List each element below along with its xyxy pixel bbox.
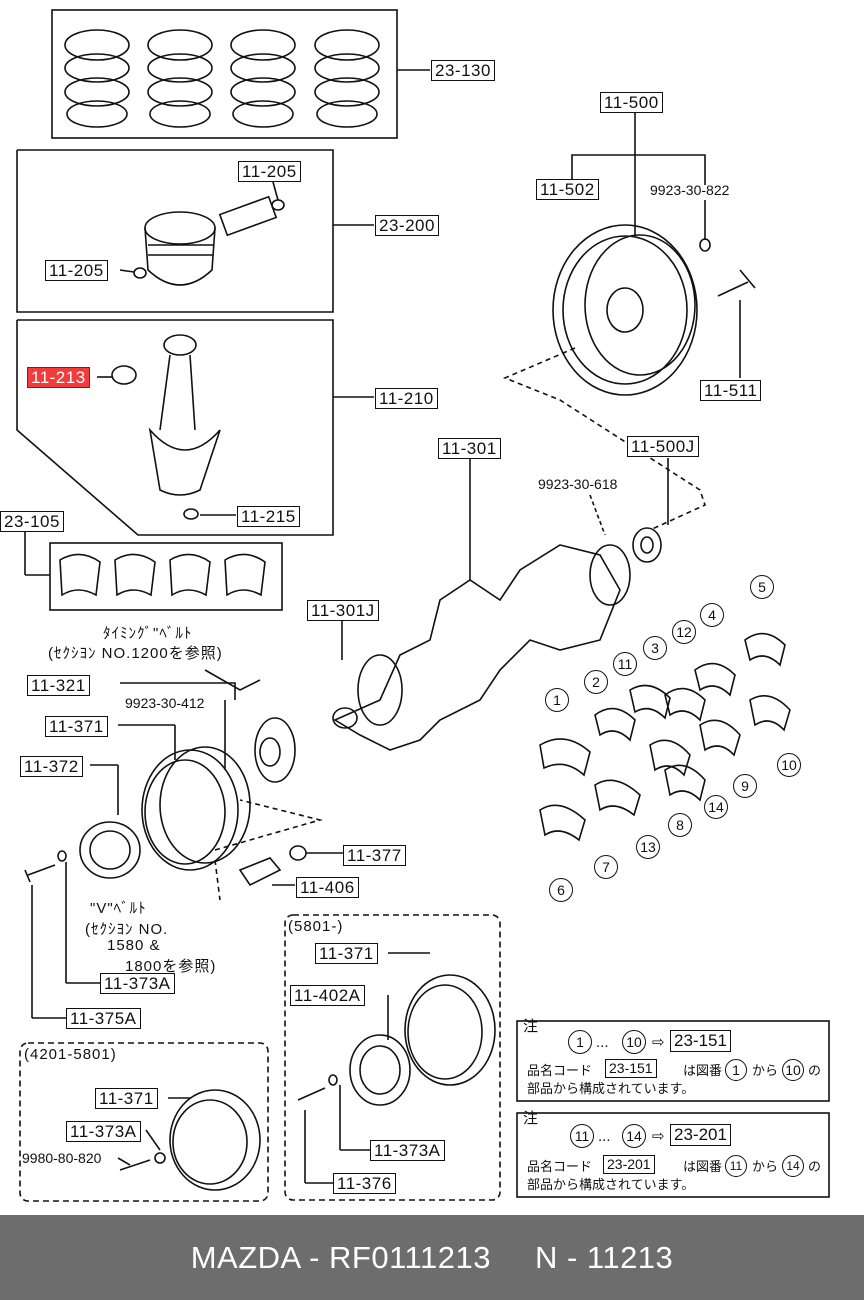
label-11-301j[interactable]: 11-301J <box>307 600 379 621</box>
note2-line1-n1: 11 <box>725 1155 747 1177</box>
label-11-210[interactable]: 11-210 <box>375 388 438 409</box>
callout-5: 5 <box>750 575 774 599</box>
label-11-371-main[interactable]: 11-371 <box>45 716 108 737</box>
note2-to: 14 <box>622 1124 646 1148</box>
note1-title: 注 <box>523 1018 539 1035</box>
callout-11: 11 <box>613 652 637 676</box>
part-9923-30-618: 9923-30-618 <box>538 476 618 492</box>
v-belt-section-1580: 1580 & <box>107 937 161 954</box>
callout-2: 2 <box>584 670 608 694</box>
v-belt-section-ref: (ｾｸｼﾖﾝ NO. <box>85 921 169 938</box>
label-11-502[interactable]: 11-502 <box>536 179 599 200</box>
note2-line1-b: は図番 <box>683 1159 723 1174</box>
note2-line1-code: 23-201 <box>603 1155 655 1174</box>
note1-from: 1 <box>568 1030 592 1054</box>
note1-line1-code: 23-151 <box>605 1059 657 1078</box>
note1-line2: 部品から構成されています。 <box>527 1081 695 1096</box>
label-11-511[interactable]: 11-511 <box>700 380 762 401</box>
v-belt-label: "V"ﾍﾞﾙﾄ <box>90 900 147 917</box>
part-9923-30-822: 9923-30-822 <box>650 182 730 198</box>
label-11-375a[interactable]: 11-375A <box>66 1008 141 1029</box>
label-11-213-highlighted[interactable]: 11-213 <box>27 367 90 388</box>
note2-dots: ... <box>598 1128 611 1145</box>
label-11-373a-5801[interactable]: 11-373A <box>370 1140 445 1161</box>
label-23-130[interactable]: 23-130 <box>431 60 495 81</box>
label-11-205-top[interactable]: 11-205 <box>238 161 301 182</box>
label-11-377[interactable]: 11-377 <box>343 845 406 866</box>
label-11-371-4201[interactable]: 11-371 <box>95 1088 158 1109</box>
note2-from: 11 <box>570 1124 594 1148</box>
callout-4: 4 <box>700 603 724 627</box>
note1-arrow: ⇨ <box>652 1034 665 1051</box>
note2-code: 23-201 <box>670 1124 731 1146</box>
parts-diagram: 23-130 11-500 11-205 23-200 11-502 9923-… <box>0 9 830 1202</box>
note1-line1-b: は図番 <box>683 1063 723 1078</box>
callout-3: 3 <box>643 636 667 660</box>
note2-line1-d: の <box>808 1159 822 1174</box>
note1-line1-n1: 1 <box>725 1059 747 1081</box>
note2-line1-n2: 14 <box>782 1155 804 1177</box>
note1-dots: ... <box>596 1034 609 1051</box>
timing-belt-label: ﾀｲﾐﾝｸﾞ"ﾍﾞﾙﾄ <box>103 625 193 642</box>
note2-arrow: ⇨ <box>652 1128 665 1145</box>
crank-pulley <box>24 746 307 887</box>
note1-to: 10 <box>622 1030 646 1054</box>
main-bearings <box>59 553 266 597</box>
timing-belt-section-ref: (ｾｸｼﾖﾝ NO.1200を参照) <box>48 645 223 662</box>
callout-7: 7 <box>594 855 618 879</box>
flywheel <box>552 224 756 396</box>
callout-10: 10 <box>777 753 801 777</box>
label-11-372[interactable]: 11-372 <box>20 756 83 777</box>
callout-13: 13 <box>636 835 660 859</box>
timing-pulley <box>254 717 296 783</box>
piston <box>133 195 285 286</box>
diagram-drawing <box>16 9 830 1202</box>
bearing-halves <box>539 632 791 842</box>
footer-bar: MAZDA - RF0111213 N - 11213 <box>0 1215 864 1300</box>
note1-line1-n2: 10 <box>782 1059 804 1081</box>
callout-1: 1 <box>545 688 569 712</box>
note2-line2: 部品から構成されています。 <box>527 1177 695 1192</box>
note1-line1-c: から <box>752 1063 779 1078</box>
note2-title: 注 <box>523 1110 539 1127</box>
label-11-301[interactable]: 11-301 <box>438 438 501 459</box>
note1-line1-d: の <box>808 1063 822 1078</box>
callout-9: 9 <box>733 774 757 798</box>
connecting-rod <box>111 334 221 520</box>
label-11-373a-4201[interactable]: 11-373A <box>66 1121 141 1142</box>
label-11-376[interactable]: 11-376 <box>333 1173 396 1194</box>
part-9980-80-820: 9980-80-820 <box>22 1150 102 1166</box>
label-11-373a-main[interactable]: 11-373A <box>100 973 175 994</box>
label-23-200[interactable]: 23-200 <box>375 215 439 236</box>
label-11-500j[interactable]: 11-500J <box>627 436 699 457</box>
pulley-5801 <box>297 974 496 1106</box>
label-11-205-left[interactable]: 11-205 <box>45 260 108 281</box>
range-4201-5801: (4201-5801) <box>24 1046 117 1063</box>
pulley-4201 <box>119 1089 261 1191</box>
label-11-321[interactable]: 11-321 <box>27 675 90 696</box>
label-11-371-5801[interactable]: 11-371 <box>315 943 378 964</box>
label-23-105[interactable]: 23-105 <box>0 511 64 532</box>
note2-line1-c: から <box>752 1159 779 1174</box>
note2-line1-a: 品名コード <box>527 1159 593 1174</box>
callout-14: 14 <box>704 795 728 819</box>
label-11-406[interactable]: 11-406 <box>296 877 359 898</box>
range-5801: (5801-) <box>288 918 344 935</box>
callout-6: 6 <box>549 878 573 902</box>
v-belt-section-1800: 1800を参照) <box>125 958 217 975</box>
part-9923-30-412: 9923-30-412 <box>125 695 205 711</box>
note1-line1-a: 品名コード <box>527 1063 593 1078</box>
note1-code: 23-151 <box>670 1030 731 1052</box>
callout-12: 12 <box>672 620 696 644</box>
label-11-402a[interactable]: 11-402A <box>290 985 365 1006</box>
footer-ref-code: N - 11213 <box>534 1239 674 1275</box>
label-11-500[interactable]: 11-500 <box>600 92 663 113</box>
footer-part-number: MAZDA - RF0111213 <box>190 1239 491 1275</box>
crankshaft <box>332 544 631 751</box>
piston-rings <box>64 29 380 128</box>
label-11-215[interactable]: 11-215 <box>237 506 300 527</box>
callout-8: 8 <box>668 813 692 837</box>
